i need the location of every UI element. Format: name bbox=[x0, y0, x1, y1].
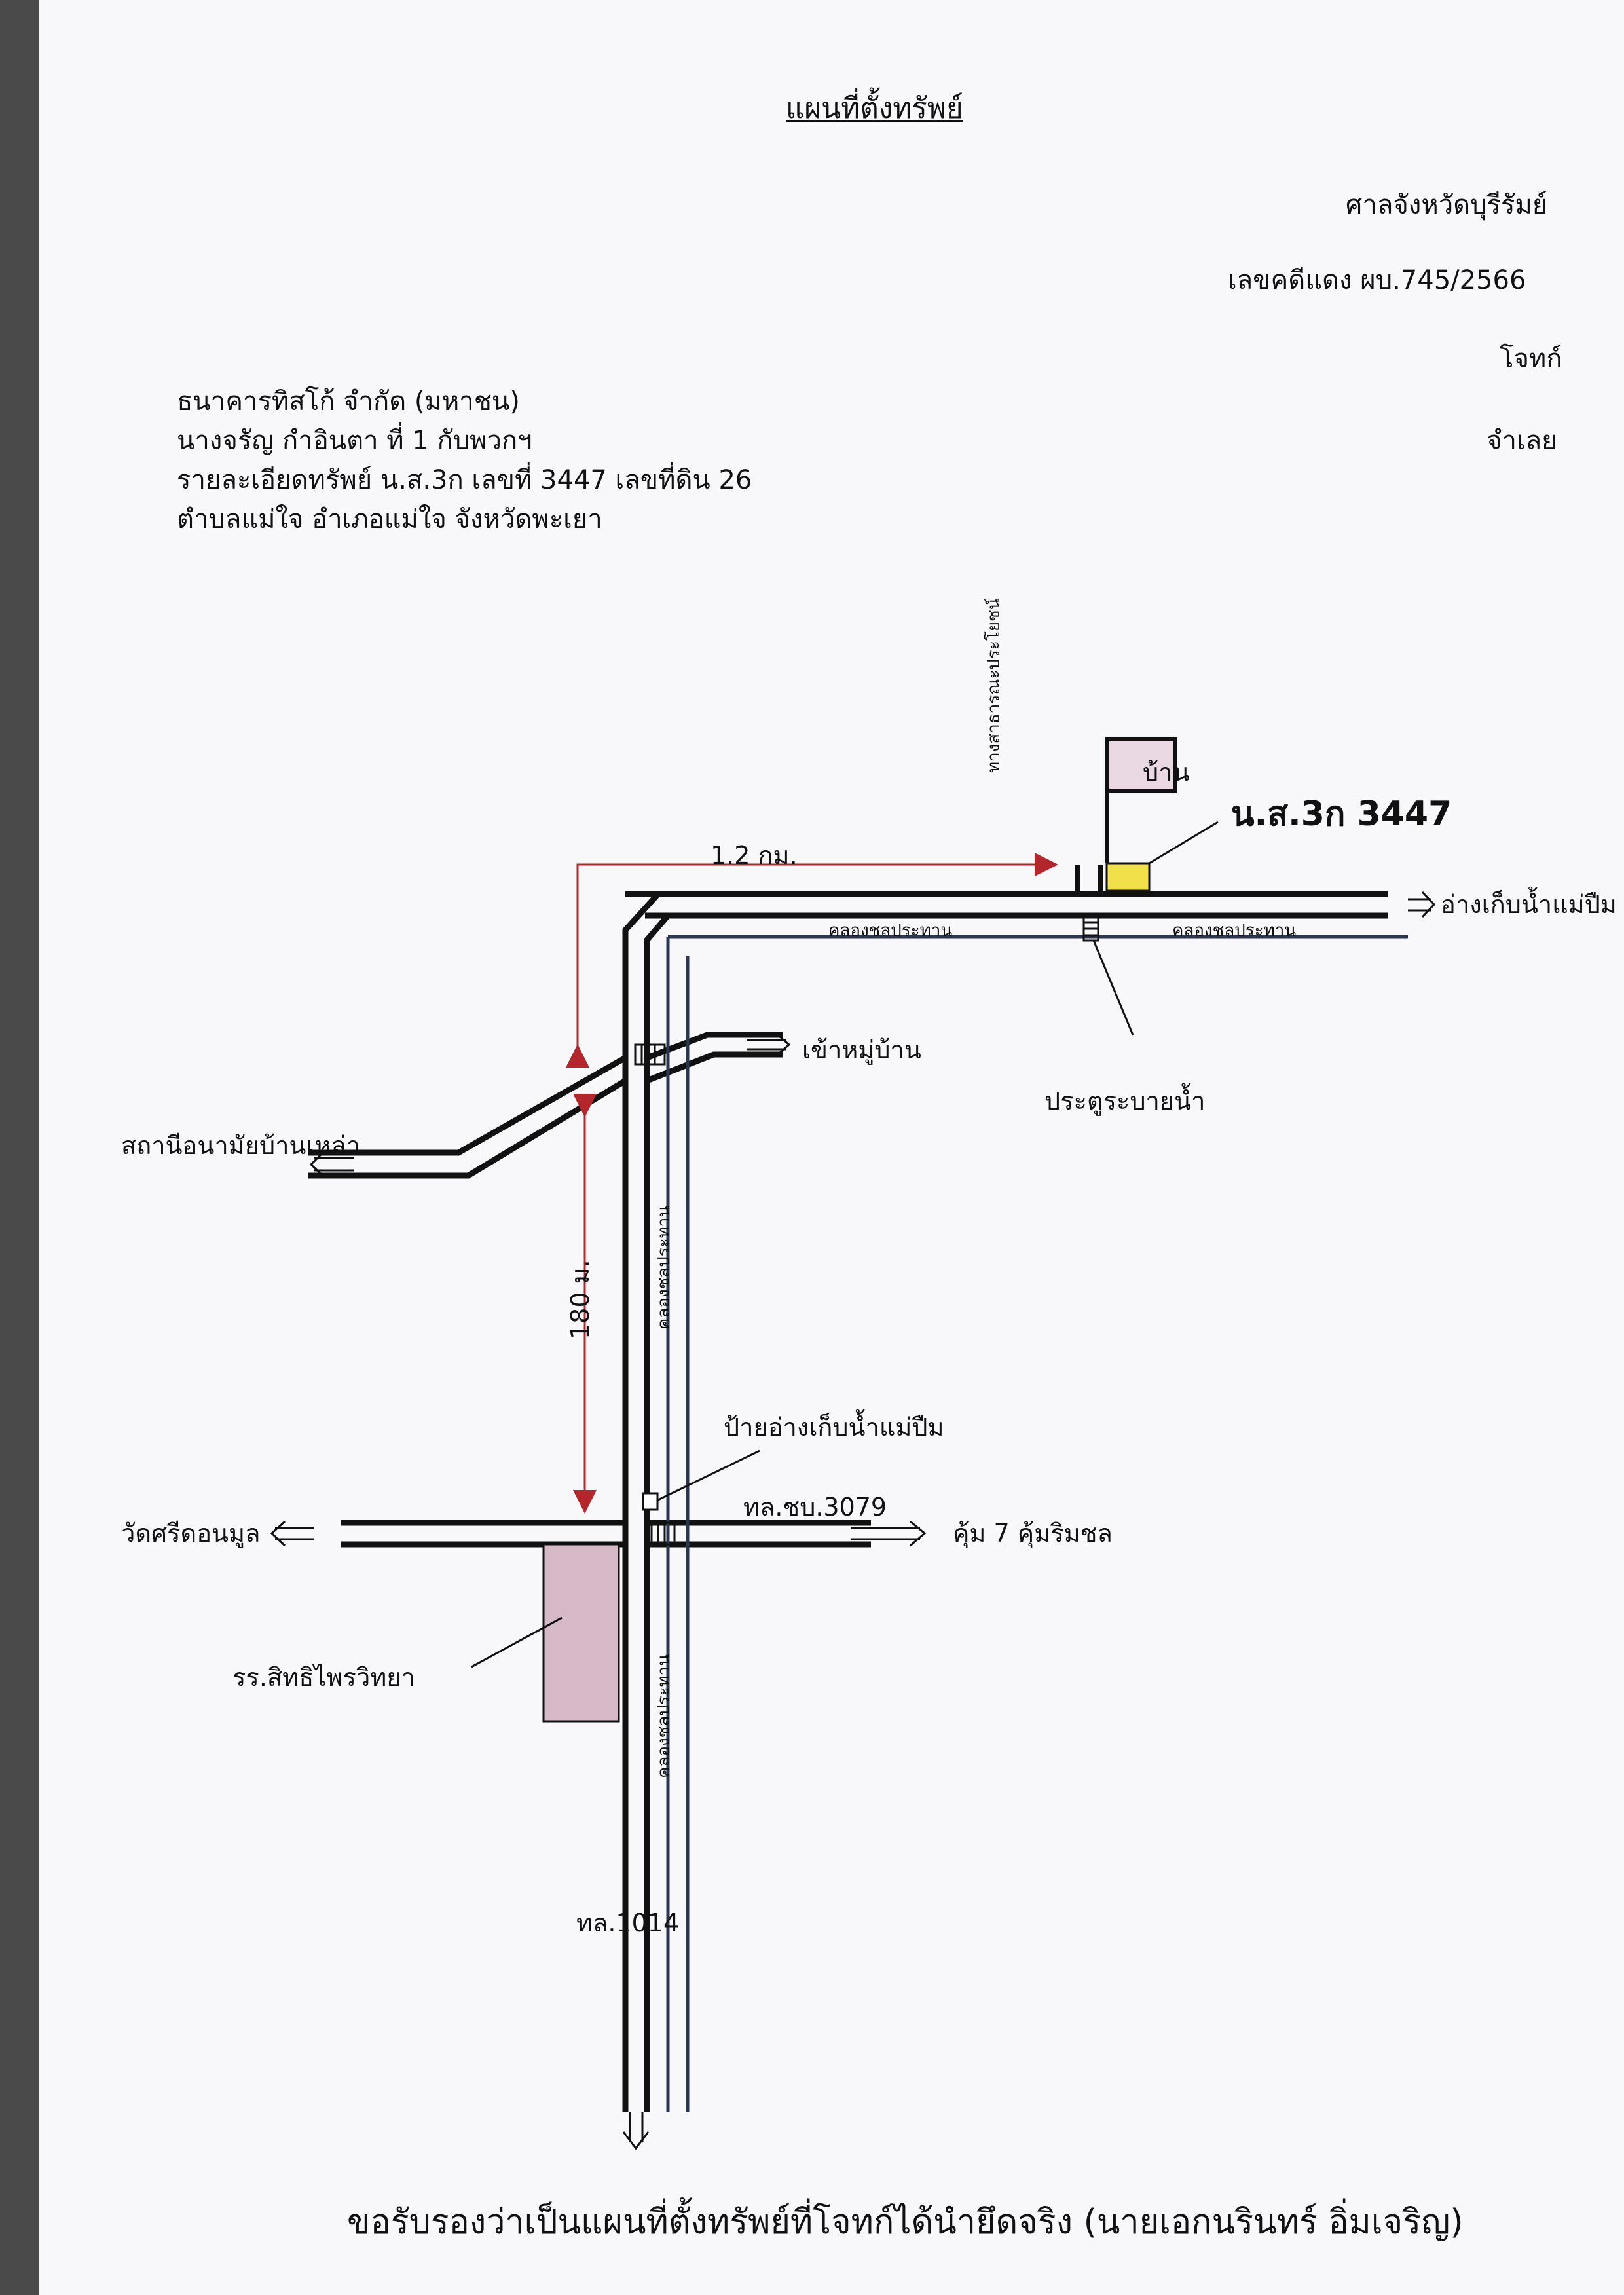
leader-sign bbox=[657, 1449, 760, 1501]
defendant-name: นางจรัญ กำอินตา ที่ 1 กับพวกฯ bbox=[177, 426, 532, 456]
court-name: ศาลจังหวัดบุรีรัมย์ bbox=[1346, 190, 1548, 220]
reservoir-sign-label: ป้ายอ่างเก็บน้ำแม่ปืม bbox=[724, 1413, 944, 1442]
temple-label: วัดศรีดอนมูล bbox=[121, 1519, 261, 1548]
document-page bbox=[39, 0, 1624, 2295]
public-way-label: ทางสาธารณะประโยชน์ bbox=[984, 598, 1004, 773]
canal-label-middle: คลองชลประทาน bbox=[654, 1205, 674, 1330]
canal-label-top-right: คลองชลประทาน bbox=[1172, 921, 1297, 941]
plaintiff-label: โจทก์ bbox=[1500, 344, 1562, 374]
village-road-label: เข้าหมู่บ้าน bbox=[802, 1036, 921, 1064]
bridge-cross bbox=[644, 1521, 676, 1546]
property-location: ตำบลแม่ใจ อำเภอแม่ใจ จังหวัดพะเยา bbox=[177, 504, 602, 534]
leader-property bbox=[1149, 821, 1219, 865]
defendant-label: จำเลย bbox=[1486, 426, 1557, 456]
document-title: แผนที่ตั้งทรัพย์ bbox=[786, 92, 963, 125]
arrow-community bbox=[851, 1520, 927, 1547]
arrow-health bbox=[309, 1150, 354, 1178]
plaintiff-name: ธนาคารทิสโก้ จำกัด (มหาชน) bbox=[177, 386, 520, 417]
canal-label-bottom: คลองชลประทาน bbox=[654, 1654, 674, 1778]
school-label: รร.สิทธิไพรวิทยา bbox=[232, 1663, 415, 1692]
distance-top-label: 1.2 กม. bbox=[710, 841, 798, 870]
property-detail: รายละเอียดทรัพย์ น.ส.3ก เลขที่ 3447 เลขท… bbox=[177, 465, 752, 495]
health-road-upper bbox=[308, 1055, 627, 1156]
reservoir-sign-box bbox=[642, 1492, 659, 1511]
road-3079-label: ทล.ชบ.3079 bbox=[743, 1493, 887, 1521]
property-parcel bbox=[1105, 862, 1151, 892]
leader-floodgate bbox=[1092, 940, 1134, 1036]
highway-1014-label: ทล.1014 bbox=[576, 1909, 680, 1937]
floodgate-label: ประตูระบายน้ำ bbox=[1044, 1087, 1206, 1115]
canal-label-top-left: คลองชลประทาน bbox=[828, 921, 953, 941]
house-box bbox=[1105, 737, 1177, 793]
property-label: น.ส.3ก 3447 bbox=[1231, 794, 1452, 834]
arrow-reservoir bbox=[1408, 891, 1436, 918]
health-station-label: สถานีอนามัยบ้านเหล่า bbox=[121, 1131, 361, 1160]
reservoir-road-label: อ่างเก็บน้ำแม่ปืม bbox=[1441, 890, 1617, 919]
house-label: บ้าน bbox=[1143, 758, 1190, 787]
distance-arrow-top bbox=[566, 853, 1058, 1068]
case-number: เลขคดีแดง ผบ.745/2566 bbox=[1228, 265, 1526, 295]
community-label: คุ้ม 7 คุ้มริมชล bbox=[953, 1519, 1113, 1548]
arrow-1014 bbox=[622, 2112, 650, 2150]
school-block bbox=[542, 1543, 620, 1723]
distance-left-label: 180 ม. bbox=[566, 1259, 595, 1339]
certification-statement: ขอรับรองว่าเป็นแผนที่ตั้งทรัพย์ที่โจทก์ไ… bbox=[347, 2203, 1464, 2242]
arrow-temple bbox=[270, 1520, 314, 1547]
leader-school bbox=[471, 1616, 563, 1668]
